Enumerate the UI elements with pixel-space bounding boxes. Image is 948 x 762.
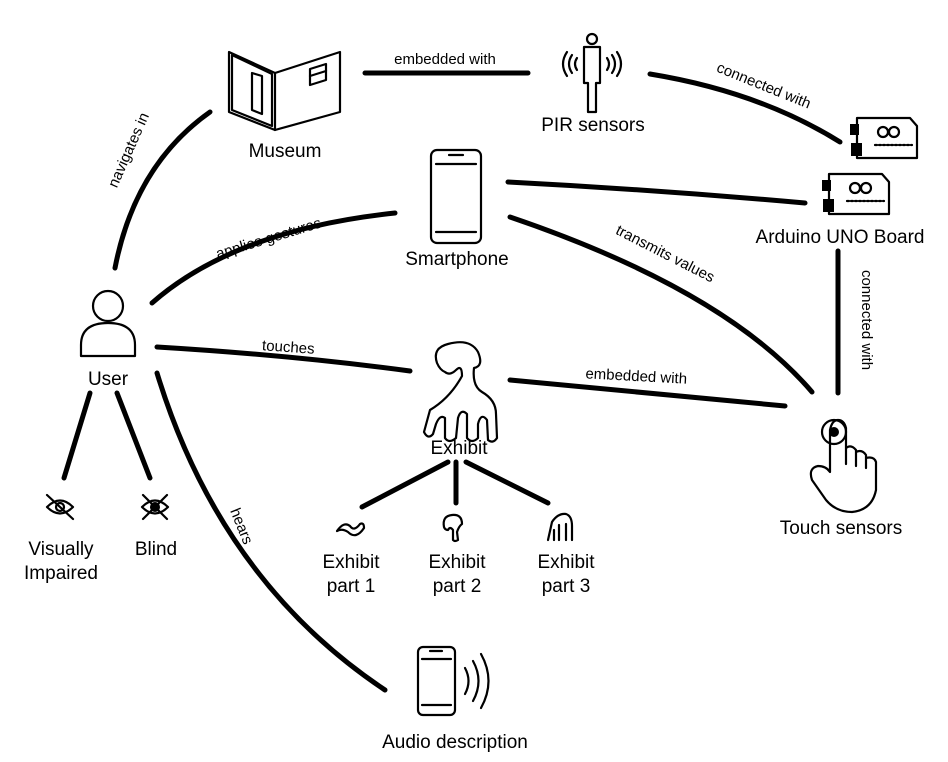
node-label-museum: Museum bbox=[249, 141, 322, 162]
exhibit-icon bbox=[422, 341, 499, 443]
node-label-part3-line1: Exhibit bbox=[537, 552, 595, 573]
node-label-visually-impaired-line1: Visually bbox=[28, 539, 94, 560]
node-label-user: User bbox=[88, 369, 129, 390]
edge-label-touches: touches bbox=[262, 337, 316, 358]
edge-label-connected-with-vertical: connected with bbox=[858, 270, 875, 370]
edge-user-visually-impaired bbox=[61, 390, 93, 481]
edge-label-embedded-with-exhibit: embedded with bbox=[585, 365, 687, 387]
exhibit-part-3-icon bbox=[546, 512, 574, 542]
museum-icon bbox=[227, 50, 342, 132]
edge-user-smartphone bbox=[149, 210, 398, 306]
exhibit-part-2-icon bbox=[442, 513, 464, 543]
edge-exhibit-touch bbox=[507, 377, 788, 409]
edge-pir-arduino bbox=[647, 71, 843, 145]
edge-smartphone-arduino bbox=[505, 179, 808, 206]
node-labels: Museum PIR sensors Smartphone Arduino UN… bbox=[24, 115, 924, 753]
exhibit-part-1-icon bbox=[335, 522, 366, 537]
blind-eye-icon bbox=[140, 493, 170, 521]
edge-user-exhibit bbox=[154, 344, 413, 374]
node-label-visually-impaired-line2: Impaired bbox=[24, 563, 98, 584]
arduino-board-icon-top bbox=[850, 116, 919, 160]
edge-label-hears: hears bbox=[226, 506, 256, 547]
edges bbox=[61, 70, 843, 693]
edge-label-transmits-values: transmits values bbox=[613, 222, 717, 286]
node-label-pir-sensors: PIR sensors bbox=[541, 115, 644, 136]
node-label-blind: Blind bbox=[135, 539, 177, 560]
node-label-exhibit: Exhibit bbox=[430, 438, 488, 459]
edge-smartphone-touch bbox=[507, 214, 815, 395]
node-label-part1-line1: Exhibit bbox=[322, 552, 380, 573]
node-label-part2-line2: part 2 bbox=[433, 576, 482, 597]
edge-exhibit-part1 bbox=[359, 459, 451, 510]
node-label-part3-line2: part 3 bbox=[542, 576, 591, 597]
touch-sensor-icon bbox=[809, 418, 878, 514]
node-label-part2-line1: Exhibit bbox=[428, 552, 486, 573]
node-label-smartphone: Smartphone bbox=[405, 249, 509, 270]
node-label-touch-sensors: Touch sensors bbox=[780, 518, 903, 539]
edge-user-museum bbox=[112, 109, 213, 271]
user-icon bbox=[79, 289, 137, 358]
edge-exhibit-part3 bbox=[463, 459, 551, 506]
pir-sensor-icon bbox=[561, 32, 623, 114]
node-label-part1-line2: part 1 bbox=[327, 576, 376, 597]
node-label-audio-description: Audio description bbox=[382, 732, 528, 753]
edge-user-blind bbox=[114, 390, 153, 481]
smartphone-icon bbox=[429, 148, 483, 245]
edge-label-applies-gestures: applies gestures bbox=[214, 215, 323, 263]
node-label-arduino: Arduino UNO Board bbox=[756, 227, 925, 248]
edge-label-embedded-with: embedded with bbox=[394, 51, 496, 68]
visually-impaired-eye-icon bbox=[45, 493, 75, 521]
arduino-board-icon bbox=[822, 172, 891, 216]
audio-description-icon bbox=[416, 645, 490, 717]
edge-user-audio bbox=[154, 370, 388, 693]
